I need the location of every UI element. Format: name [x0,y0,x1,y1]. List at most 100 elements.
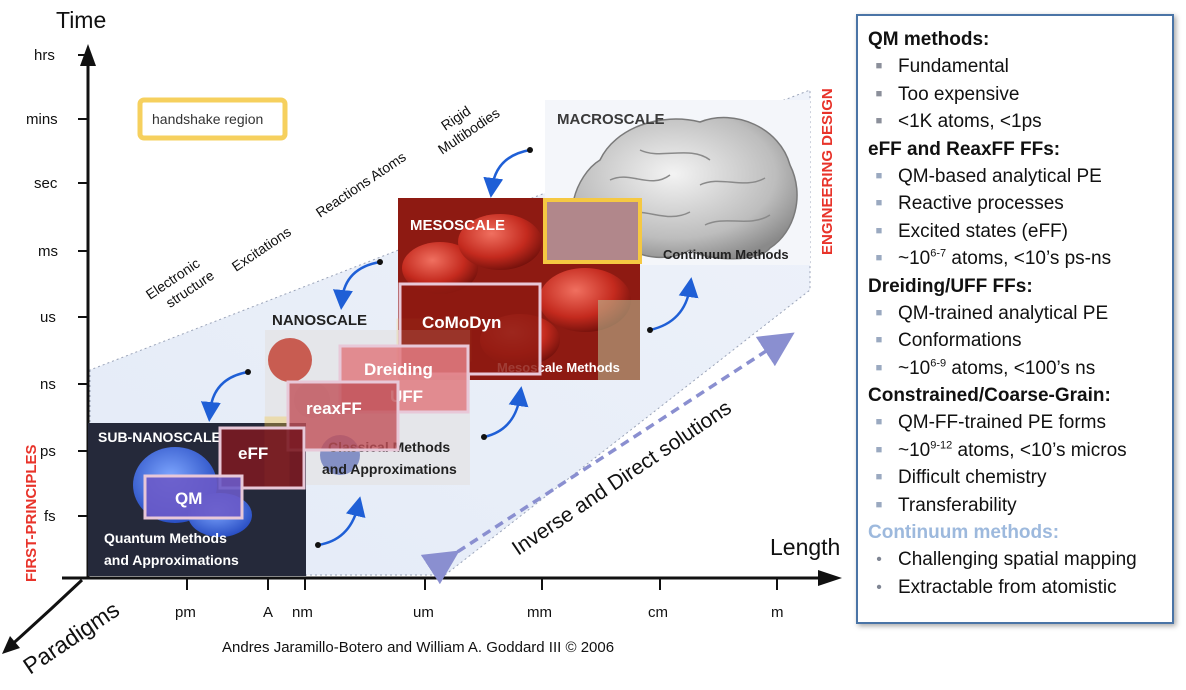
qm-box [143,474,244,520]
legend-item: ■~106-7 atoms, <10’s ps-ns [868,245,1172,273]
length-axis-arrowhead [818,570,842,586]
legend-item: ■ QM-trained analytical PE [868,300,1172,328]
legend-item-text: QM-FF-trained PE forms [898,412,1106,433]
handshake-label: handshake region [152,111,263,127]
qm-label: QM [175,489,202,508]
square-bullet-icon: ■ [875,306,883,319]
legend-item: ■Conformations [868,327,1172,355]
paradigms-axis [7,578,84,650]
y-tick-label: sec [34,175,58,192]
y-tick-label: ms [38,243,58,260]
square-bullet-icon: ■ [875,60,883,72]
legend-item: ■~109-12 atoms, <10’s micros [868,437,1172,465]
legend-item-post: atoms, <100’s ns [946,357,1096,379]
legend-item-text: <1K atoms, <1ps [898,111,1042,132]
legend-item-text: Transferability [898,494,1017,516]
legend-item-text: Extractable from atomistic [898,576,1117,598]
arrow-down-icon [332,260,381,310]
legend-item: ■~106-9 atoms, <100’s ns [868,355,1172,383]
arrow-dot [377,259,383,265]
legend-item: ■ Fundamental [868,53,1172,81]
arrow-up-icon [649,277,699,332]
dot-bullet-icon: • [876,578,882,596]
legend-item: ■Transferability [868,492,1172,520]
legend-section-title: Continuum methods: [868,522,1060,543]
legend-section-title: eFF and ReaxFF FFs: [868,138,1061,160]
meso-macro-handshake [543,198,642,264]
y-tick-label: mins [26,111,58,128]
legend-item-pre: ~10 [898,357,931,379]
handshake-swatch [137,97,288,141]
square-bullet-icon: ■ [875,115,883,127]
square-bullet-icon: ■ [875,416,883,428]
legend-item-text: Excited states (eFF) [898,220,1068,242]
square-bullet-icon: ■ [875,87,883,100]
y-tick-sec: sec [34,175,88,192]
reactions-atoms-label: Reactions Atoms [313,148,409,220]
legend-item-text: Fundamental [898,56,1009,77]
comodyn-label: CoMoDyn [422,313,501,332]
nanoscale-title: NANOSCALE [272,312,367,329]
legend-section-title: Constrained/Coarse-Grain: [868,385,1111,406]
arrow-down-icon [483,148,531,198]
dreiding-line-1: Dreiding [364,360,433,379]
arrow-dot [647,327,653,333]
legend-item-text: QM-trained analytical PE [898,302,1109,324]
x-tick-label: A [263,604,273,621]
arrow-dot [527,147,533,153]
reaxff-box [286,380,400,452]
quantum-methods-label: Quantum Methods and Approximations [104,530,239,568]
x-tick-label: m [771,604,784,621]
macroscale-panel: MACROSCALE Continuum Methods [545,100,810,265]
subnanoscale-title: SUB-NANOSCALE [98,429,221,445]
legend-item-exponent: 9-12 [930,439,953,452]
dot-bullet-icon: • [876,551,882,568]
square-bullet-icon: ■ [875,471,883,483]
square-bullet-icon: ■ [875,224,883,237]
legend-item: ■QM-based analytical PE [868,163,1172,191]
molecule-image [268,338,312,382]
rigid-multibodies-label: Rigid Multibodies [425,90,503,158]
legend-item-text: Reactive processes [898,193,1064,214]
excitations-label: Excitations [229,223,294,274]
y-tick-ns: ns [40,376,88,393]
legend-item: ■ Difficult chemistry [868,464,1172,492]
y-tick-label: us [40,309,56,326]
x-tick-label: mm [527,604,552,621]
x-tick-label: cm [648,604,668,621]
arrow-dot [315,542,321,548]
methods-legend: QM methods: ■Fundamental ■Too expensive … [856,14,1174,624]
legend-item-text: Challenging spatial mapping [898,549,1137,570]
arrow-dot [245,369,251,375]
y-tick-ps: ps [40,443,88,460]
first-principles-label: FIRST-PRINCIPLES [23,444,40,582]
legend-item-exponent: 6-7 [930,247,947,260]
arrow-dot [481,434,487,440]
square-bullet-icon: ■ [875,169,883,182]
y-tick-ms: ms [38,243,88,260]
legend-item-post: atoms, <10’s micros [952,439,1127,461]
legend-item: ■ Excited states (eFF) [868,218,1172,246]
continuum-methods-label: Continuum Methods [663,247,789,262]
mesoscale-title: MESOSCALE [410,217,505,234]
brain-folds [609,149,771,226]
y-tick-hrs: hrs [34,47,88,64]
x-tick-label: pm [175,604,196,621]
legend-section-title: Dreiding/UFF FFs: [868,275,1033,297]
engineering-design-label: ENGINEERING DESIGN [819,88,836,255]
x-ticks: pm A nm um mm cm m [175,578,784,621]
x-tick-m: m [771,578,784,621]
x-tick-um: um [413,578,434,621]
eff-label: eFF [238,444,268,463]
method-boxes: CoMoDyn Dreiding UFF reaxFF eFF QM [143,282,542,520]
y-tick-label: ps [40,443,56,460]
y-tick-label: hrs [34,47,55,64]
square-bullet-icon: ■ [875,361,883,374]
x-tick-nm: nm [292,578,313,621]
legend-item: ■Too expensive [868,81,1172,109]
square-bullet-icon: ■ [875,334,883,346]
credit-line: Andres Jaramillo-Botero and William A. G… [222,639,614,656]
legend-item-text: Difficult chemistry [898,467,1047,488]
legend-item-post: atoms, <10’s ps-ns [946,248,1112,269]
legend-item: ■ <1K atoms, <1ps [868,108,1172,136]
